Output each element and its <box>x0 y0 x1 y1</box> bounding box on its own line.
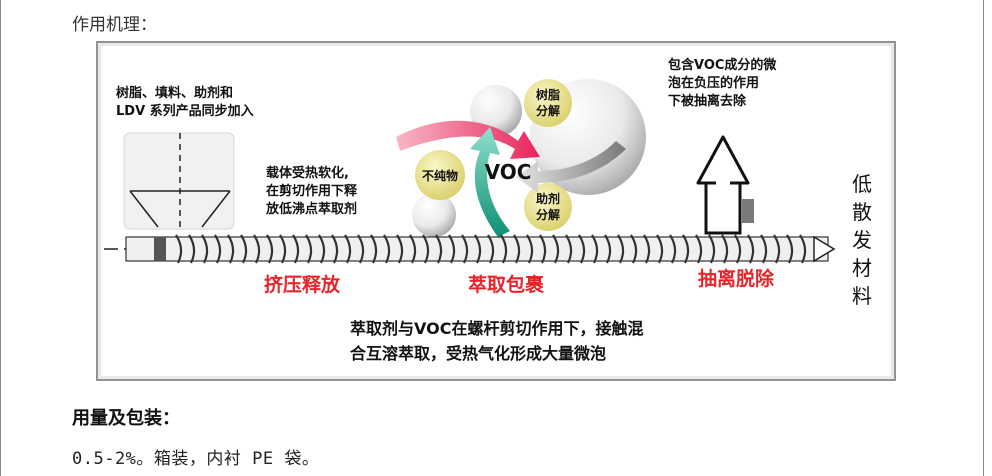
svg-text:料: 料 <box>852 284 872 308</box>
svg-text:散: 散 <box>852 200 872 224</box>
hopper-icon <box>123 132 235 230</box>
screw-flight <box>513 234 521 264</box>
screw-flight <box>266 234 274 264</box>
usage-packaging-heading: 用量及包装： <box>72 408 180 429</box>
resin-bubble <box>524 79 572 127</box>
up-arrow-icon <box>696 135 754 235</box>
screw-flight <box>357 234 365 264</box>
impurity-bubble <box>415 150 465 200</box>
carrier-line-2: 在剪切作用下释 <box>266 183 358 199</box>
screw-flight <box>539 234 547 264</box>
teal-curve-arrow-icon <box>470 127 510 237</box>
svg-text:材: 材 <box>852 256 872 280</box>
screw-flight <box>669 234 677 264</box>
screw-flight <box>773 234 781 264</box>
screw-flight <box>253 234 261 264</box>
screw-flight <box>318 234 326 264</box>
removal-line-2: 泡在负压的作用 <box>668 75 759 91</box>
screw-flight <box>578 234 586 264</box>
screw-flight <box>305 234 313 264</box>
additive-label-2: 分解 <box>536 207 560 222</box>
screw-flight <box>708 234 716 264</box>
low-emission-material-label: 低 散 发 材 料 <box>852 172 872 308</box>
screw-flight <box>721 234 729 264</box>
screw-flight <box>747 234 755 264</box>
screw-flight <box>630 234 638 264</box>
screw-flight <box>370 234 378 264</box>
screw-flight <box>604 234 612 264</box>
screw-flight <box>656 234 664 264</box>
screw-flight <box>214 234 222 264</box>
screw-flight <box>344 234 352 264</box>
svg-text:低: 低 <box>852 172 872 196</box>
screw-flight <box>435 234 443 264</box>
usage-packaging-text: 0.5-2%。箱装，内衬 PE 袋。 <box>72 449 320 469</box>
screw-flight <box>695 234 703 264</box>
removal-line-1: 包含VOC成分的微 <box>668 57 777 73</box>
input-label-line-2: LDV 系列产品同步加入 <box>116 103 254 119</box>
screw-flight <box>422 234 430 264</box>
screw-flight <box>526 234 534 264</box>
resin-label-1: 树脂 <box>536 87 560 102</box>
screw-flight <box>734 234 742 264</box>
stage-extract-wrap: 萃取包裹 <box>468 273 545 296</box>
screw-flight <box>292 234 300 264</box>
screw-flight <box>487 234 495 264</box>
mechanism-heading: 作用机理： <box>72 15 157 35</box>
screw-flight <box>461 234 469 264</box>
screw-flight <box>448 234 456 264</box>
svg-text:发: 发 <box>852 228 872 252</box>
screw-flight <box>552 234 560 264</box>
additive-label-1: 助剂 <box>536 191 560 206</box>
impurity-label: 不纯物 <box>422 168 458 183</box>
pink-curve-arrow-icon <box>396 120 540 159</box>
screw-flight <box>201 234 209 264</box>
gray-curve-arrow-icon <box>516 141 626 193</box>
explanation-line-1: 萃取剂与VOC在螺杆剪切作用下，接触混 <box>350 319 643 338</box>
carrier-line-1: 载体受热软化, <box>266 165 349 181</box>
input-label-line-1: 树脂、填料、助剂和 <box>116 85 233 101</box>
screw-flight <box>409 234 417 264</box>
removal-line-3: 下被抽离去除 <box>668 93 747 109</box>
screw-flight <box>617 234 625 264</box>
screw-flight <box>383 234 391 264</box>
explanation-line-2: 合互溶萃取，受热气化形成大量微泡 <box>350 344 606 363</box>
screw-flight <box>227 234 235 264</box>
screw-flight <box>175 234 183 264</box>
screw-flight <box>500 234 508 264</box>
mechanism-figure: 树脂、填料、助剂和 LDV 系列产品同步加入 载体受热软化, 在剪切作用下释 放… <box>96 41 896 381</box>
screw-flight <box>643 234 651 264</box>
voc-label: VOC <box>485 160 532 184</box>
stage-extrude-release: 挤压释放 <box>264 273 341 296</box>
screw-flight <box>188 234 196 264</box>
screw-flight <box>786 234 794 264</box>
screw-flight <box>799 234 807 264</box>
screw-flight <box>591 234 599 264</box>
stage-extract-remove: 抽离脱除 <box>698 267 775 290</box>
small-bubble-2 <box>412 193 456 237</box>
screw-flight <box>682 234 690 264</box>
resin-label-2: 分解 <box>536 103 560 118</box>
screw-flight <box>474 234 482 264</box>
screw-flight <box>279 234 287 264</box>
screw-flight <box>760 234 768 264</box>
extruder-screw <box>104 234 836 264</box>
screw-flight <box>396 234 404 264</box>
carrier-line-3: 放低沸点萃取剂 <box>265 201 357 217</box>
screw-flight <box>565 234 573 264</box>
additive-bubble <box>524 183 572 231</box>
screw-flight <box>331 234 339 264</box>
screw-flight <box>240 234 248 264</box>
